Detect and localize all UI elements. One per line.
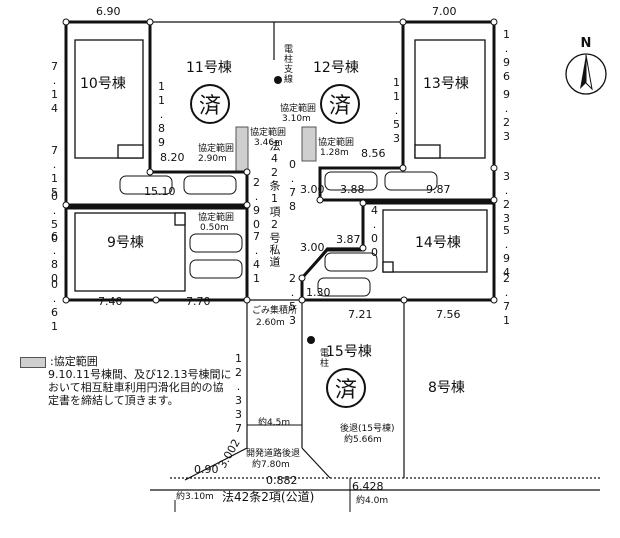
dim-label: 7.21 xyxy=(348,308,373,321)
dim-label: 3.88 xyxy=(340,183,365,196)
dim-label: 6.428 xyxy=(352,480,384,493)
house-footprints xyxy=(74,39,488,292)
agree-label-d: 協定範囲 xyxy=(318,138,355,148)
dim-label: 0.50 xyxy=(48,190,61,246)
dim-label: 11.53 xyxy=(390,76,403,146)
lot-9-label: 9号棟 xyxy=(107,235,144,251)
legend-swatch xyxy=(20,356,46,368)
public-road-width: 約3.10m xyxy=(176,492,214,502)
legend-title: :協定範囲 xyxy=(50,355,98,368)
lot-12-label: 12号棟 xyxy=(313,60,359,76)
north-letter: N xyxy=(580,36,592,51)
dim-label: 6.90 xyxy=(96,5,121,18)
dim-label: 5.94 xyxy=(500,224,513,280)
dim-label: 7.56 xyxy=(436,308,461,321)
boundary-markers xyxy=(62,18,498,304)
car xyxy=(317,277,371,297)
dim-label: 0.78 xyxy=(286,158,299,214)
dim-label: 1.30 xyxy=(306,286,331,299)
dim-label: 8.20 xyxy=(160,151,185,164)
dim-label: 3.23 xyxy=(500,170,513,226)
compass-icon xyxy=(565,53,607,95)
setback-15-value: 約5.66m xyxy=(344,435,382,445)
dim-label: 9.23 xyxy=(500,88,513,144)
dim-label: 3.00 xyxy=(300,183,325,196)
car xyxy=(183,175,237,195)
car xyxy=(324,171,378,191)
agreement-zone xyxy=(301,126,317,162)
agreement-zone xyxy=(235,126,249,174)
car xyxy=(189,233,243,253)
dim-label: 1.96 xyxy=(500,28,513,84)
lot-15-label: 15号棟 xyxy=(326,344,372,360)
dim-label: 9.87 xyxy=(426,183,451,196)
agree-value-e: 0.50m xyxy=(200,223,229,233)
setback-dev-value: 約7.80m xyxy=(252,460,290,470)
dim-label: 7.14 xyxy=(48,60,61,116)
dim-label: 0.61 xyxy=(48,278,61,334)
agree-label-c: 協定範囲 xyxy=(280,104,317,114)
agree-label-a: 協定範囲 xyxy=(198,144,235,154)
pole-branch-label: 電柱支線 xyxy=(282,44,292,84)
dim-label: 2.71 xyxy=(500,272,513,328)
north-arrow: N xyxy=(563,36,609,101)
garbage-width: 2.60m xyxy=(256,318,285,328)
dim-label: 8.56 xyxy=(361,147,386,160)
dim-label: 2.90 xyxy=(250,176,263,232)
cars xyxy=(119,171,438,297)
dimension-arrows xyxy=(174,424,351,512)
car xyxy=(324,252,378,272)
agree-label-b: 協定範囲 xyxy=(250,128,287,138)
agree-value-b: 3.46m xyxy=(254,138,283,148)
dim-label: 3.87 xyxy=(336,233,361,246)
dim-label: 7.40 xyxy=(98,295,123,308)
dim-label: 7.70 xyxy=(186,295,211,308)
dim-label: 12.337 xyxy=(232,352,245,436)
sold-stamp: 済 xyxy=(320,84,360,124)
dim-label: 3.00 xyxy=(300,241,325,254)
lot-8-label: 8号棟 xyxy=(428,380,465,396)
agree-value-c: 3.10m xyxy=(282,114,311,124)
public-road-label: 法42条2項(公道) xyxy=(222,490,315,504)
dim-label: 0.90 xyxy=(194,463,219,476)
setback-dev-label: 開発道路後退 xyxy=(246,449,301,459)
lot-11-label: 11号棟 xyxy=(186,60,232,76)
setback-15-label: 後退(15号棟) xyxy=(340,424,395,434)
road-width-label: 約4.5m xyxy=(258,418,291,428)
pole-label: 電柱 xyxy=(318,348,328,368)
agree-label-e: 協定範囲 xyxy=(198,213,235,223)
private-road-label: 法42条1項2号私道 xyxy=(268,140,281,268)
legend-note: :協定範囲 9.10.11号棟間、及び12.13号棟間において相互駐車利用円滑化… xyxy=(20,355,240,407)
agree-value-a: 2.90m xyxy=(198,154,227,164)
dim-label: 7.00 xyxy=(432,5,457,18)
dim-label: 4.00 xyxy=(368,204,381,260)
dim-label: 6.80 xyxy=(48,230,61,286)
car xyxy=(189,259,243,279)
garbage-label: ごみ集積所 xyxy=(252,306,298,316)
dim-label: 11.89 xyxy=(155,80,168,150)
dim-label: 0.882 xyxy=(266,474,298,487)
utility-pole xyxy=(307,336,315,344)
utility-pole xyxy=(274,76,282,84)
dim-label: 7.15 xyxy=(48,144,61,200)
sold-stamp: 済 xyxy=(326,368,366,408)
sold-stamp: 済 xyxy=(190,84,230,124)
lot-10-label: 10号棟 xyxy=(80,76,126,92)
dim-label: 2.53 xyxy=(286,272,299,328)
legend-text: 9.10.11号棟間、及び12.13号棟間において相互駐車利用円滑化目的の協定書… xyxy=(48,368,232,407)
public-road-width-2: 約4.0m xyxy=(356,496,389,506)
agree-value-d: 1.28m xyxy=(320,148,349,158)
car xyxy=(119,175,173,195)
dim-label: 15.10 xyxy=(144,185,176,198)
lot-14-label: 14号棟 xyxy=(415,235,461,251)
dim-label: 7.41 xyxy=(250,230,263,286)
lot-13-label: 13号棟 xyxy=(423,76,469,92)
car xyxy=(384,171,438,191)
